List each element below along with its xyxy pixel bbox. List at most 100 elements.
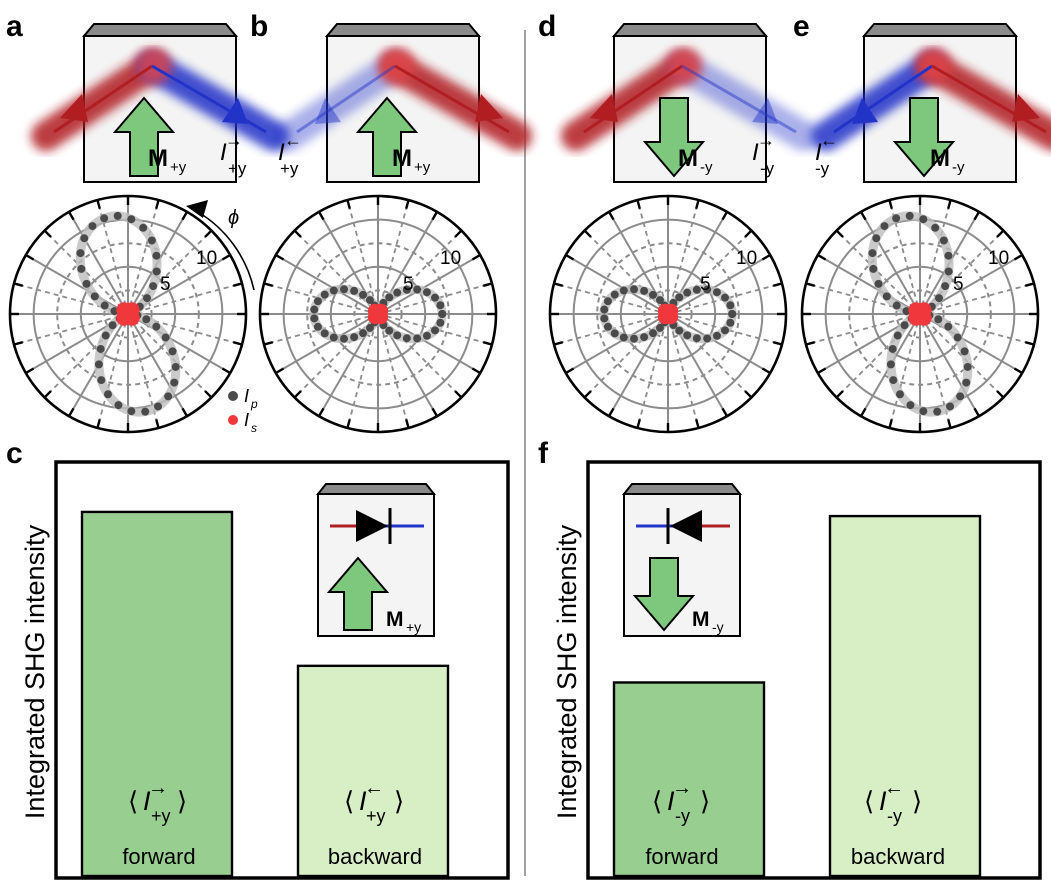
ip-data-point (170, 378, 179, 387)
polar-tick (721, 407, 729, 417)
svg-text:I: I (359, 786, 367, 816)
ip-data-point (905, 211, 914, 220)
polar-tick (636, 418, 641, 429)
ip-data-point (712, 331, 721, 340)
legend-ip-symbol: I (244, 386, 249, 406)
magnetization-label: M (678, 145, 698, 172)
ip-data-point (329, 286, 338, 295)
ip-data-point (683, 288, 692, 297)
magnetization-label: M (930, 145, 950, 172)
magnetization-sub: -y (952, 159, 965, 176)
polar-spoke (888, 313, 921, 429)
ip-data-point (703, 334, 712, 343)
polar-ring (282, 218, 474, 410)
polar-tick (232, 341, 243, 346)
polar-tick (888, 418, 893, 429)
polar-tick (607, 407, 615, 417)
polar-tick (96, 418, 101, 429)
magnetization-sub: -y (700, 159, 713, 176)
ip-data-point (600, 314, 609, 323)
ip-data-point (320, 329, 329, 338)
polar-ring (643, 289, 693, 339)
left-beam-arrowhead (852, 98, 878, 124)
polar-ring (895, 289, 945, 339)
svg-text:⟨: ⟨ (652, 786, 662, 816)
polar-tick (317, 407, 325, 417)
polar-spoke (346, 313, 379, 429)
polar-tick (346, 199, 351, 210)
ip-data-point (164, 392, 173, 401)
ip-data-point (431, 326, 440, 335)
polar-plot-e (800, 194, 1040, 434)
polar-plot-d (548, 194, 788, 434)
polar-tick (1024, 341, 1035, 346)
ip-data-point (939, 236, 948, 245)
polar-spoke (127, 313, 231, 374)
bar-forward (80, 510, 234, 878)
ip-data-point (402, 285, 411, 294)
polar-spoke (919, 313, 1023, 374)
polar-tick (67, 407, 75, 417)
polar-tick (636, 199, 641, 210)
magnetization-label: M (392, 145, 412, 172)
ip-data-point (393, 331, 402, 340)
polar-tick (155, 199, 160, 210)
left-beam-line (296, 64, 396, 134)
ip-data-point (946, 402, 955, 411)
polar-tick (835, 390, 844, 399)
polar-tick (96, 199, 101, 210)
polar-tick (293, 390, 302, 399)
category-backward-c: backward (328, 844, 422, 869)
ip-data-point (610, 329, 619, 338)
left-beam-line (583, 64, 683, 134)
ip-data-point (619, 286, 628, 295)
ip-data-point (956, 392, 965, 401)
ip-data-point (600, 305, 609, 314)
ip-data-point (892, 214, 901, 223)
svg-text:→: → (672, 777, 692, 799)
ip-data-point (139, 223, 148, 232)
ip-data-point (603, 297, 612, 306)
svg-text:⟩: ⟩ (912, 786, 922, 816)
polar-spoke (127, 282, 243, 315)
ip-data-point (313, 297, 322, 306)
svg-text:→: → (225, 130, 243, 150)
polar-spoke (377, 254, 481, 315)
polar-spoke (346, 199, 379, 315)
polar-spoke (68, 211, 129, 315)
polar-tick (181, 407, 189, 417)
bar-backward (296, 664, 450, 878)
ip-data-point (103, 390, 112, 399)
left-beam-arrowhead (60, 94, 88, 122)
ip-data-point (893, 331, 902, 340)
ip-data-point (436, 318, 445, 327)
polar-ring (306, 242, 450, 386)
polar-spoke (565, 313, 669, 374)
right-beam-arrowhead (222, 98, 248, 124)
ip-data-point (385, 326, 394, 335)
polar-tick (471, 367, 481, 375)
polar-legend: I p I s (228, 386, 258, 435)
crystal-top (611, 23, 769, 37)
ip-data-point (76, 249, 85, 258)
inset-magnetization-sub: +y (406, 619, 421, 635)
right-beam-arrowhead (752, 98, 778, 124)
polar-spoke (96, 313, 129, 429)
ip-data-point (712, 288, 721, 297)
polar-tick (67, 211, 75, 221)
magnetization-arrow (892, 97, 956, 178)
polar-spoke (888, 199, 921, 315)
polar-tick (471, 253, 481, 261)
ip-data-point (171, 362, 180, 371)
polar-ring (79, 265, 177, 363)
ip-data-point (900, 321, 909, 330)
svg-text:-y: -y (675, 806, 690, 826)
intensity-label-a: I +y → (220, 130, 247, 178)
radial-tick-10-e: 10 (988, 248, 1009, 269)
ip-data-point (110, 307, 119, 316)
ip-data-point (436, 301, 445, 310)
ip-data-point (313, 322, 322, 331)
phi-symbol: ϕ (228, 207, 239, 229)
polar-tick (553, 282, 564, 287)
schematic-e: M-y (811, 23, 1051, 183)
